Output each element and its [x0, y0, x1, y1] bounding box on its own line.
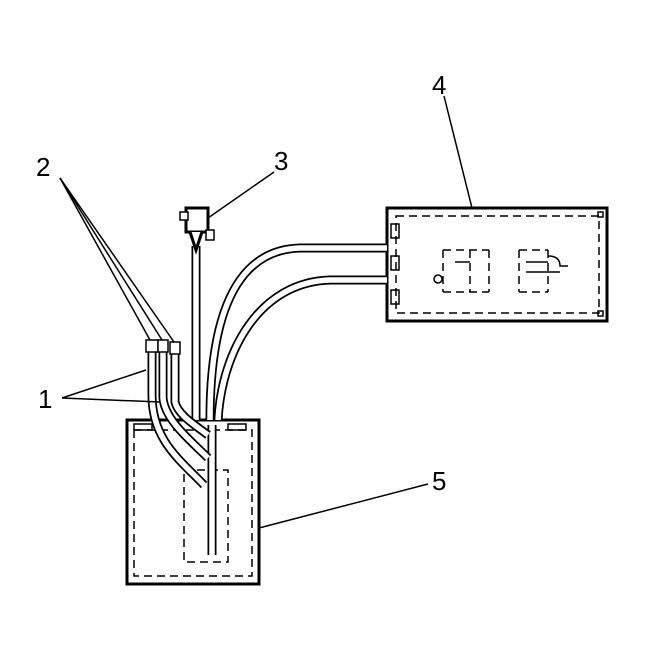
component-4-right-box [385, 206, 609, 323]
hose-from-connector-3 [191, 246, 217, 555]
leader-lines [59, 95, 473, 529]
callout-5: 5 [432, 466, 446, 496]
callout-4: 4 [432, 70, 446, 100]
components-1-2-tube-ends [145, 339, 212, 489]
callout-3: 3 [274, 146, 288, 176]
component-3-connector [179, 206, 215, 255]
hose-to-component-4 [205, 243, 387, 421]
callout-2: 2 [36, 152, 50, 182]
callout-1: 1 [38, 384, 52, 414]
